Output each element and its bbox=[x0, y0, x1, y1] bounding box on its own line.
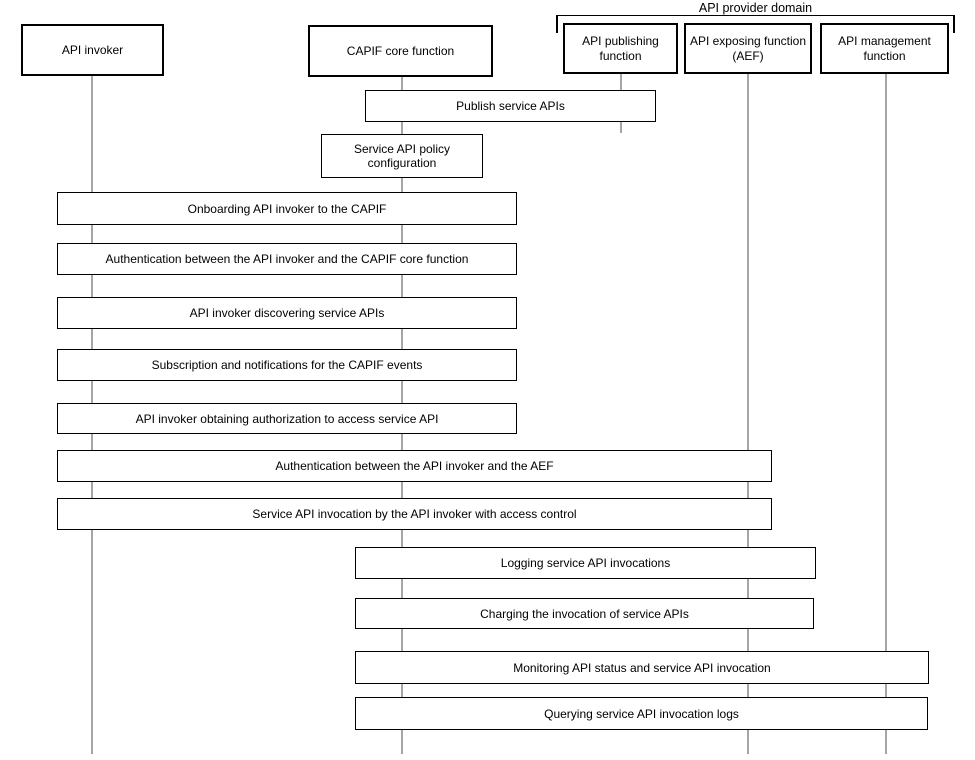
lifeline-api-exposing-function bbox=[747, 74, 749, 754]
provider-domain-bracket-left-tick bbox=[556, 15, 558, 33]
actor-api-invoker: API invoker bbox=[21, 24, 164, 76]
activity-querying-invocation-logs: Querying service API invocation logs bbox=[355, 697, 928, 730]
api-provider-domain-label: API provider domain bbox=[698, 1, 813, 15]
activity-charging-invocation: Charging the invocation of service APIs bbox=[355, 598, 814, 629]
actor-capif-core-function-label: CAPIF core function bbox=[346, 43, 455, 58]
actor-api-invoker-label: API invoker bbox=[61, 42, 124, 57]
actor-capif-core-function: CAPIF core function bbox=[308, 25, 493, 77]
actor-api-management-function: API management function bbox=[820, 23, 949, 74]
activity-onboarding-api-invoker: Onboarding API invoker to the CAPIF bbox=[57, 192, 517, 225]
lifeline-api-management-function bbox=[885, 74, 887, 754]
activity-publish-service-apis: Publish service APIs bbox=[365, 90, 656, 122]
activity-discovering-service-apis: API invoker discovering service APIs bbox=[57, 297, 517, 329]
activity-obtaining-authorization: API invoker obtaining authorization to a… bbox=[57, 403, 517, 434]
activity-authentication-capif-core: Authentication between the API invoker a… bbox=[57, 243, 517, 275]
actor-api-management-function-label: API management bbox=[838, 33, 931, 48]
activity-logging-invocations: Logging service API invocations bbox=[355, 547, 816, 579]
actor-api-exposing-function: API exposing function (AEF) bbox=[684, 23, 812, 74]
activity-service-api-policy-config: Service API policy configuration bbox=[321, 134, 483, 178]
activity-monitoring-api-status: Monitoring API status and service API in… bbox=[355, 651, 929, 684]
actor-api-publishing-function-label: API publishing bbox=[582, 33, 659, 48]
provider-domain-bracket-line bbox=[556, 15, 955, 16]
activity-service-api-invocation: Service API invocation by the API invoke… bbox=[57, 498, 772, 530]
actor-api-exposing-function-label: API exposing function bbox=[689, 33, 807, 48]
provider-domain-bracket-right-tick bbox=[953, 15, 955, 33]
activity-authentication-aef: Authentication between the API invoker a… bbox=[57, 450, 772, 482]
activity-subscription-notifications: Subscription and notifications for the C… bbox=[57, 349, 517, 381]
actor-api-publishing-function: API publishing function bbox=[563, 23, 678, 74]
